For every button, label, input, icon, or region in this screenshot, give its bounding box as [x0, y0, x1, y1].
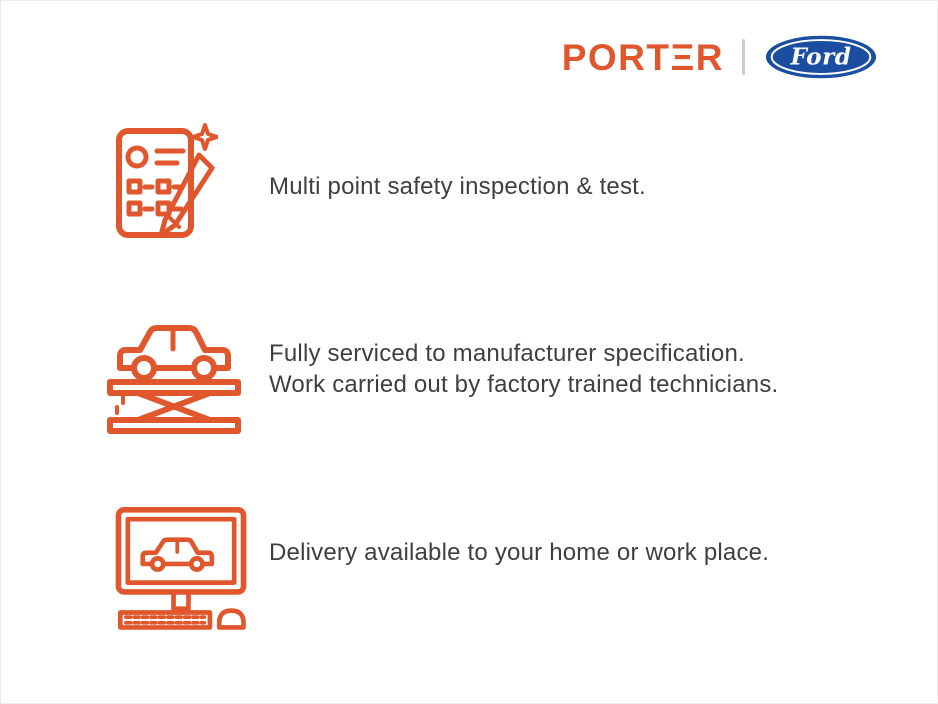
- feature-line: Multi point safety inspection & test.: [269, 173, 646, 200]
- monitor-car-delivery-icon: [111, 504, 251, 637]
- feature-line: Delivery available to your home or work …: [269, 539, 770, 566]
- porter-logo: PORTΞR: [562, 39, 724, 76]
- feature-line: Fully serviced to manufacturer specifica…: [269, 340, 745, 367]
- ford-logo-text: Ford: [789, 44, 851, 71]
- checklist-pencil-icon: [113, 121, 218, 243]
- feature-text-serviced: Fully serviced to manufacturer specifica…: [269, 338, 778, 400]
- header: PORTΞR Ford: [562, 33, 879, 81]
- logo-divider: [742, 39, 745, 75]
- feature-text-delivery: Delivery available to your home or work …: [269, 537, 769, 568]
- ford-logo: Ford: [763, 33, 879, 81]
- feature-text-inspection: Multi point safety inspection & test.: [269, 171, 646, 202]
- car-on-lift-icon: [104, 302, 244, 440]
- feature-line: Work carried out by factory trained tech…: [269, 371, 779, 398]
- porter-logo-text: PORTΞR: [561, 36, 724, 78]
